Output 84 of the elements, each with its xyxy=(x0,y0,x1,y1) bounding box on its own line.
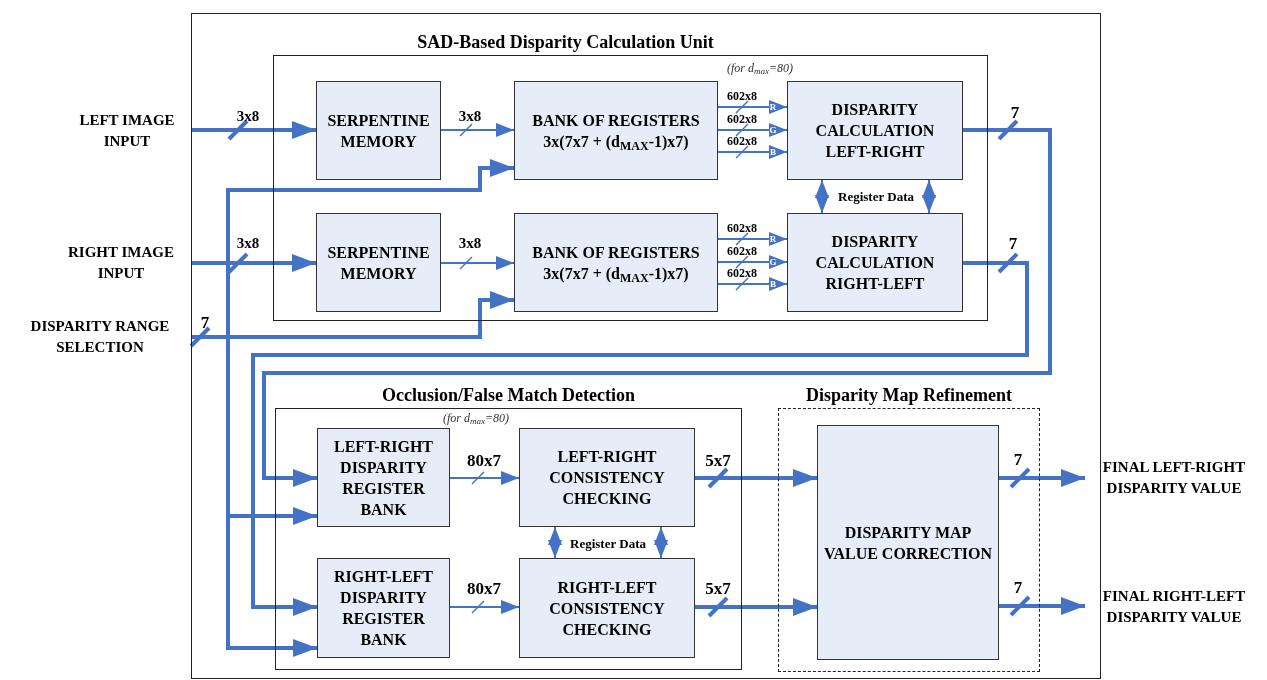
arrow xyxy=(449,600,520,614)
group-title: Occlusion/False Match Detection xyxy=(382,384,635,406)
arrow xyxy=(999,469,1085,487)
arrow xyxy=(999,597,1085,615)
process-box xyxy=(317,558,450,658)
box-label: SERPENTINE MEMORY xyxy=(326,242,431,284)
channel-letter: R xyxy=(769,102,777,112)
process-box xyxy=(817,425,999,660)
channel-letter: B xyxy=(770,147,776,157)
channel-letter: R xyxy=(769,234,777,244)
box-label: LEFT-RIGHT DISPARITY REGISTER BANK xyxy=(333,436,434,520)
arrow xyxy=(717,255,788,269)
bus-width-label: 80x7 xyxy=(467,579,501,597)
box-label: DISPARITY CALCULATION RIGHT-LEFT xyxy=(814,232,936,294)
process-box xyxy=(316,213,441,312)
bus-width-label: 7 xyxy=(1013,578,1023,596)
bus-width-label: 602x8 xyxy=(727,113,757,125)
arrow xyxy=(695,469,817,487)
arrow xyxy=(548,526,562,559)
box-label: RIGHT-LEFT CONSISTENCY CHECKING xyxy=(548,577,666,640)
box-label: LEFT-RIGHT CONSISTENCY CHECKING xyxy=(548,447,666,509)
arrow xyxy=(440,123,515,137)
signal-label: FINAL RIGHT-LEFT DISPARITY VALUE xyxy=(1085,587,1263,627)
bus-width-label: 602x8 xyxy=(727,267,757,279)
outer-frame xyxy=(191,13,1101,679)
bus-width-label: 80x7 xyxy=(467,451,501,469)
box-label: RIGHT-LEFT DISPARITY REGISTER BANK xyxy=(333,567,434,650)
annotation-note: (for d$_{max}$=80) xyxy=(442,412,510,424)
process-box xyxy=(519,428,695,527)
bus-width-label: 5x7 xyxy=(705,451,731,469)
box-label: BANK OF REGISTERS xyxy=(532,110,700,131)
arrow xyxy=(654,526,668,559)
bus-width-label: 3x8 xyxy=(458,108,482,124)
signal-label: FINAL LEFT-RIGHT DISPARITY VALUE xyxy=(1085,458,1263,498)
process-box xyxy=(514,81,718,180)
group-title: SAD-Based Disparity Calculation Unit xyxy=(417,31,714,53)
arrow xyxy=(262,128,1052,487)
bus-width-label: 7 xyxy=(1008,234,1018,252)
arrow xyxy=(815,179,829,214)
bus-width-label: 602x8 xyxy=(727,245,757,257)
bus-width-label: 5x7 xyxy=(705,579,731,597)
bus-width-label: 3x8 xyxy=(236,235,260,251)
process-box xyxy=(787,81,963,180)
process-box xyxy=(316,81,441,180)
box-label: DISPARITY CALCULATION LEFT-RIGHT xyxy=(814,100,936,162)
channel-letter: B xyxy=(770,279,776,289)
box-label: SERPENTINE MEMORY xyxy=(326,110,431,152)
arrow xyxy=(695,598,817,616)
arrow xyxy=(717,123,788,137)
process-box xyxy=(514,213,718,312)
process-box xyxy=(519,558,695,658)
box-label: BANK OF REGISTERS xyxy=(532,242,700,263)
arrow xyxy=(922,179,936,214)
box-label: 3x(7x7 + (d$_{MAX}$-1)x7) xyxy=(543,131,689,152)
bus-width-label: 7 xyxy=(1010,103,1020,121)
signal-label: DISPARITY RANGE SELECTION xyxy=(8,316,192,358)
group-title: Disparity Map Refinement xyxy=(806,384,1012,406)
annotation-note: (for d$_{max}$=80) xyxy=(726,62,794,74)
bus-width-label: 7 xyxy=(1013,450,1023,468)
channel-letter: G xyxy=(769,257,777,267)
box-label: 3x(7x7 + (d$_{MAX}$-1)x7) xyxy=(543,263,689,284)
box-label: DISPARITY MAP VALUE CORRECTION xyxy=(822,522,994,564)
process-box xyxy=(317,428,450,527)
bus-width-label: 3x8 xyxy=(236,108,260,124)
bus-width-label: 602x8 xyxy=(727,135,757,147)
arrow xyxy=(717,145,788,159)
arrow xyxy=(717,100,788,114)
signal-label: RIGHT IMAGE INPUT xyxy=(50,242,192,284)
bus-width-label: 602x8 xyxy=(727,90,757,102)
arrow xyxy=(192,254,316,272)
arrow xyxy=(440,256,515,270)
arrow xyxy=(717,232,788,246)
signal-label: LEFT IMAGE INPUT xyxy=(62,110,192,152)
arrow xyxy=(251,261,1029,616)
bus-width-label: 3x8 xyxy=(458,235,482,251)
arrow xyxy=(717,277,788,291)
bus-width-label: 7 xyxy=(200,313,210,331)
arrow xyxy=(449,471,520,485)
process-box xyxy=(787,213,963,312)
register-data-label: Register Data xyxy=(838,189,914,203)
bus-width-label: 602x8 xyxy=(727,222,757,234)
register-data-label: Register Data xyxy=(570,536,646,550)
channel-letter: G xyxy=(769,125,777,135)
arrow xyxy=(192,121,316,139)
